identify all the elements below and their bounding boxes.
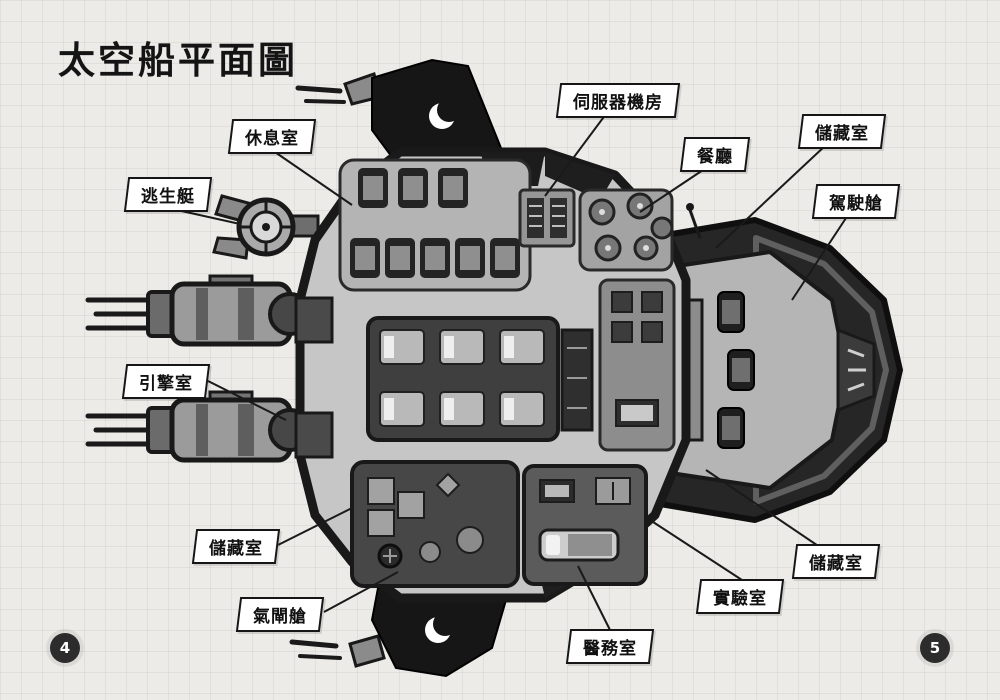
label-text: 儲藏室 (815, 124, 869, 144)
leader-storage-bottom-left (277, 507, 353, 546)
label-text: 逃生艇 (141, 187, 195, 207)
leader-dining-room (639, 167, 707, 213)
leader-airlock (323, 571, 399, 613)
seat (438, 168, 468, 208)
engine-pod-top (85, 274, 312, 347)
server-room-area (518, 188, 576, 248)
bunk (499, 391, 545, 427)
label-text: 儲藏室 (809, 554, 863, 574)
medical-room-area (522, 464, 648, 586)
leader-rest-room (271, 149, 353, 206)
bunk (439, 391, 485, 427)
pilot-seat (717, 407, 745, 449)
cockpit-section (645, 203, 903, 523)
label-medical-room: 醫務室 (565, 629, 655, 664)
leader-storage-top-right (715, 144, 827, 249)
label-text: 醫務室 (583, 639, 637, 659)
label-text: 實驗室 (713, 589, 767, 609)
label-laboratory: 實驗室 (695, 579, 785, 614)
leader-engine-room (205, 379, 287, 421)
seat (385, 238, 415, 278)
label-text: 駕駛艙 (829, 194, 883, 214)
label-storage-bottom-left: 儲藏室 (191, 529, 281, 564)
label-cockpit: 駕駛艙 (811, 184, 901, 219)
label-engine-room: 引擎室 (121, 364, 211, 399)
bunk (379, 329, 425, 365)
rest-room-area (338, 158, 532, 292)
pilot-seat (717, 291, 745, 333)
label-rest-room: 休息室 (227, 119, 317, 154)
cargo-hold-area (350, 460, 520, 588)
label-storage-bottom-right: 儲藏室 (791, 544, 881, 579)
leader-lines (167, 113, 849, 631)
label-text: 伺服器機房 (573, 93, 663, 113)
label-dining-room: 餐廳 (679, 137, 751, 172)
label-text: 儲藏室 (209, 539, 263, 559)
label-storage-top-right: 儲藏室 (797, 114, 887, 149)
console-bay-area (598, 278, 676, 452)
seat (490, 238, 520, 278)
page-number-right: 5 (920, 633, 950, 663)
label-text: 引擎室 (139, 374, 193, 394)
seat (420, 238, 450, 278)
crew-quarters-area (366, 316, 594, 442)
bunk (379, 391, 425, 427)
label-server-room: 伺服器機房 (555, 83, 681, 118)
leader-laboratory (649, 519, 743, 581)
label-text: 氣閘艙 (253, 607, 307, 627)
dining-room-area (578, 188, 674, 272)
engine-pod-bottom (85, 390, 312, 463)
bunk (439, 329, 485, 365)
leader-storage-bottom-right (705, 469, 837, 559)
page-number-left: 4 (50, 633, 80, 663)
label-text: 餐廳 (697, 147, 733, 167)
seat (455, 238, 485, 278)
leader-cockpit (791, 214, 849, 301)
label-text: 休息室 (245, 129, 299, 149)
leader-medical-room (577, 565, 611, 631)
label-airlock: 氣閘艙 (235, 597, 325, 632)
leader-server-room (544, 113, 607, 197)
page-title: 太空船平面圖 (58, 39, 298, 82)
pilot-seat (727, 349, 755, 391)
seat (398, 168, 428, 208)
seat (358, 168, 388, 208)
seat (350, 238, 380, 278)
bunk (499, 329, 545, 365)
label-escape-pod: 逃生艇 (123, 177, 213, 212)
escape-pod-module (212, 194, 320, 260)
